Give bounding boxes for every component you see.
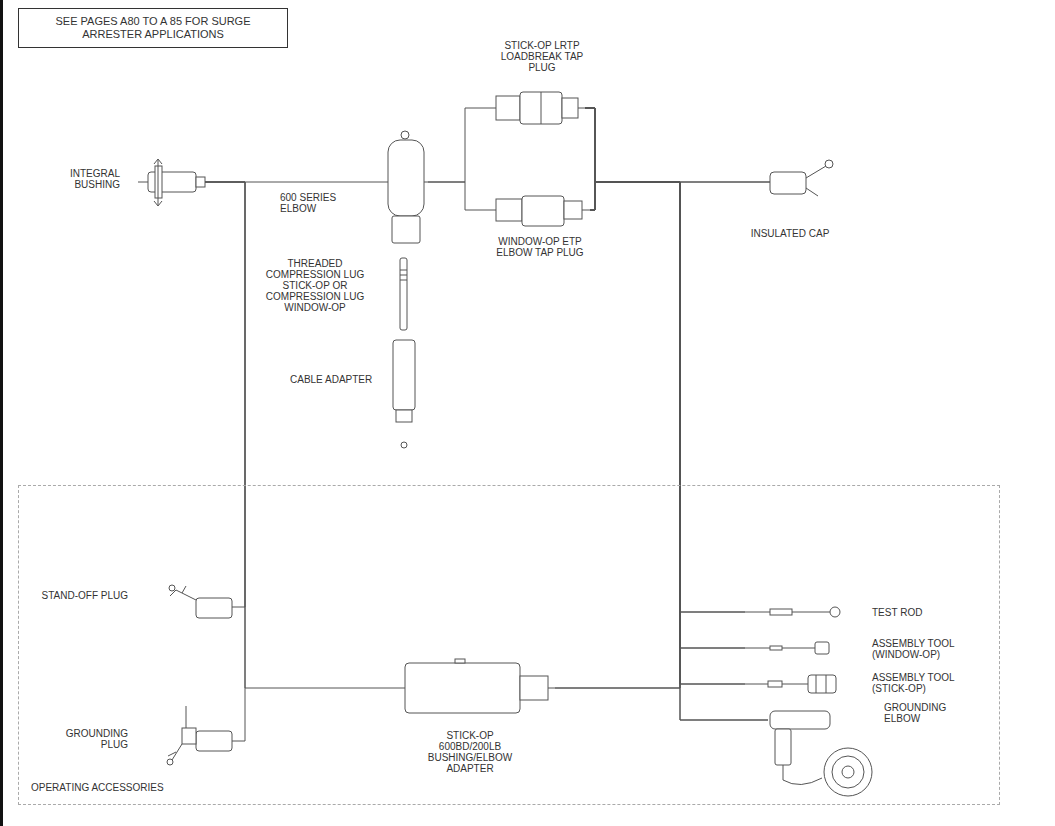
part-node: STICK-OP LRTP LOADBREAK TAP PLUG [490, 90, 585, 126]
connector-line [428, 182, 490, 210]
part-label: 600 SERIES ELBOW [280, 192, 352, 214]
connector-line [555, 108, 680, 688]
etp-drawing [490, 196, 590, 226]
connector-line [590, 182, 745, 612]
connector-line [585, 108, 768, 720]
connector-line [585, 108, 745, 648]
connector-line [590, 182, 745, 648]
part-label: STAND-OFF PLUG [40, 590, 128, 601]
part-label: STICK-OP LRTP LOADBREAK TAP PLUG [497, 40, 587, 73]
assembly-tool-stick-drawing [745, 675, 836, 693]
part-node: WINDOW-OP ETP ELBOW TAP PLUG [490, 194, 590, 228]
part-label: THREADED COMPRESSION LUG STICK-OP OR COM… [262, 258, 368, 313]
connector-line [205, 182, 395, 688]
part-node: INTEGRAL BUSHING [135, 160, 205, 205]
part-label: CABLE ADAPTER [290, 374, 380, 385]
part-node: INSULATED CAP [770, 160, 835, 200]
connector-line [585, 108, 745, 612]
part-node: STAND-OFF PLUG [165, 584, 232, 624]
elbow-drawing [385, 131, 428, 243]
part-node: STICK-OP 600BD/200LB BUSHING/ELBOW ADAPT… [395, 658, 555, 715]
page-edge-bar [0, 0, 3, 826]
part-label: INSULATED CAP [735, 228, 845, 239]
part-node: GROUNDING ELBOW [768, 708, 874, 798]
grounding-elbow-drawing [770, 711, 872, 796]
part-label: INTEGRAL BUSHING [38, 168, 120, 190]
part-label: ASSEMBLY TOOL (STICK-OP) [872, 672, 962, 694]
connector-line [585, 108, 745, 684]
cable-adapter-drawing [393, 340, 415, 448]
lrtp-drawing [490, 92, 585, 124]
connector-line [428, 108, 490, 182]
connector-line [205, 182, 245, 741]
part-label: GROUNDING ELBOW [884, 702, 964, 724]
accessories-region: OPERATING ACCESSORIES STAND-OFF PLUG GROUN… [18, 485, 1000, 805]
insulated-cap-drawing [770, 160, 833, 196]
adapter-drawing [395, 659, 555, 713]
note-box: SEE PAGES A80 TO A 85 FOR SURGE ARRESTER… [18, 8, 288, 48]
part-label: GROUNDING PLUG [40, 728, 128, 750]
part-node: ASSEMBLY TOOL (WINDOW-OP) [745, 640, 831, 656]
bushing-drawing [138, 159, 205, 206]
part-node: THREADED COMPRESSION LUG STICK-OP OR COM… [398, 256, 410, 332]
connector-line [590, 182, 768, 720]
grounding-plug-drawing [167, 706, 232, 765]
connector-line [585, 108, 770, 182]
region-label: OPERATING ACCESSORIES [31, 782, 231, 793]
part-label: TEST ROD [872, 607, 962, 618]
part-label: WINDOW-OP ETP ELBOW TAP PLUG [490, 236, 590, 258]
lug-drawing [400, 258, 407, 330]
standoff-plug-drawing [169, 585, 232, 618]
connector-line [205, 182, 245, 607]
part-node: ASSEMBLY TOOL (STICK-OP) [745, 673, 837, 695]
note-text: SEE PAGES A80 TO A 85 FOR SURGE ARRESTER… [27, 15, 279, 41]
part-label: ASSEMBLY TOOL (WINDOW-OP) [872, 638, 962, 660]
part-label: STICK-OP 600BD/200LB BUSHING/ELBOW ADAPT… [420, 730, 520, 774]
part-node: TEST ROD [745, 604, 841, 620]
connector-line [590, 182, 745, 684]
test-rod-drawing [745, 607, 840, 617]
assembly-tool-window-drawing [745, 642, 829, 654]
part-node: 600 SERIES ELBOW [385, 130, 428, 245]
part-node: GROUNDING PLUG [165, 704, 232, 768]
part-node: CABLE ADAPTER [390, 338, 418, 450]
